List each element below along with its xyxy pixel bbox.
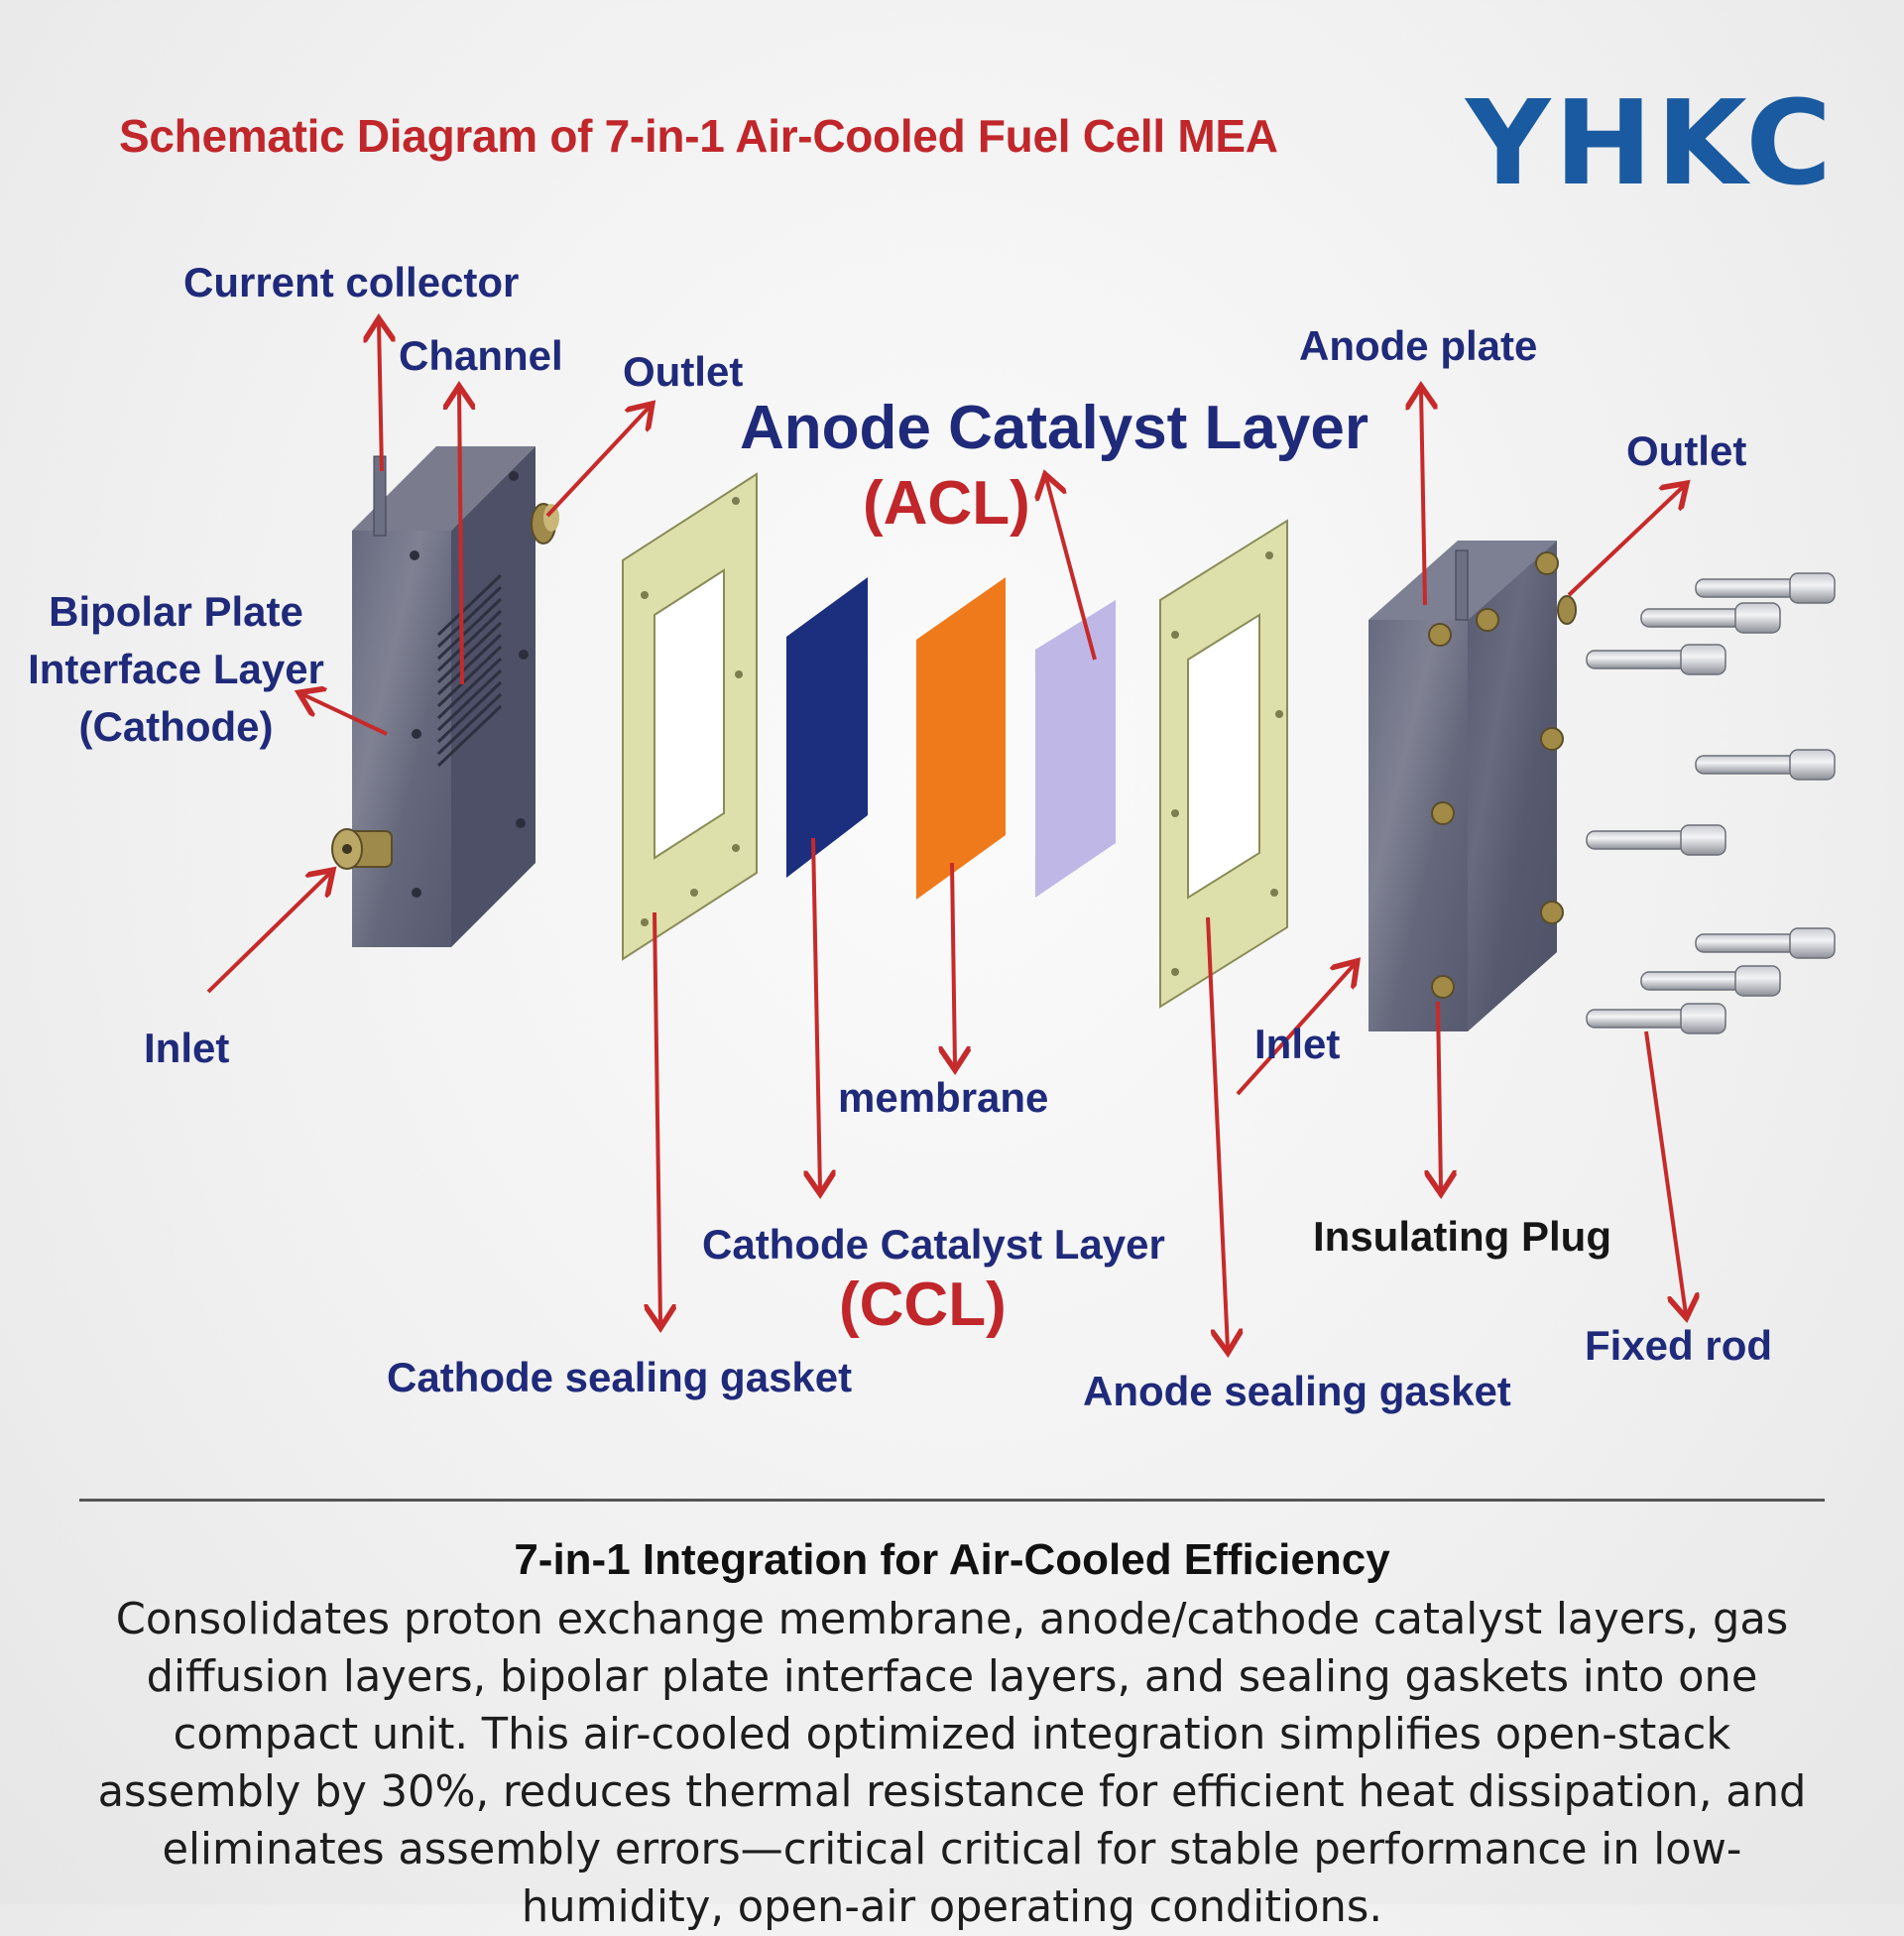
footer-body: Consolidates proton exchange membrane, a… bbox=[97, 1594, 1807, 1932]
footer-heading: 7-in-1 Integration for Air-Cooled Effici… bbox=[514, 1535, 1390, 1584]
label-anode-gasket: Anode sealing gasket bbox=[1083, 1368, 1511, 1414]
label-outlet-left: Outlet bbox=[623, 348, 744, 395]
exploded-diagram: Schematic Diagram of 7-in-1 Air-Cooled F… bbox=[28, 0, 1836, 1488]
anode-bipolar-plate bbox=[1368, 541, 1577, 1031]
label-bipolar-line3: (Cathode) bbox=[78, 703, 274, 750]
arrow-cathode-gasket bbox=[654, 911, 660, 1324]
callout-arrows bbox=[206, 322, 1686, 1349]
label-membrane: membrane bbox=[838, 1074, 1049, 1121]
inlet-fitting-left bbox=[331, 828, 393, 870]
anode-catalyst-layer bbox=[1035, 600, 1116, 898]
label-bipolar-line1: Bipolar Plate bbox=[49, 588, 303, 635]
fixed-rod bbox=[1695, 927, 1836, 959]
label-outlet-right: Outlet bbox=[1626, 427, 1747, 474]
fixed-rod bbox=[1640, 602, 1781, 634]
arrow-fixed-rod bbox=[1644, 1030, 1686, 1314]
label-ccl-name: Cathode Catalyst Layer bbox=[702, 1221, 1165, 1268]
arrow-outlet-left bbox=[545, 407, 650, 518]
label-inlet-right: Inlet bbox=[1254, 1021, 1341, 1067]
fixed-rod bbox=[1695, 572, 1836, 604]
label-inlet-left: Inlet bbox=[144, 1025, 230, 1071]
cathode-bipolar-plate bbox=[331, 446, 559, 947]
arrow-membrane bbox=[952, 862, 955, 1066]
fixed-rod bbox=[1586, 824, 1726, 856]
arrow-inlet-right bbox=[1236, 964, 1355, 1096]
arrow-acl bbox=[1046, 478, 1097, 661]
insulating-plugs bbox=[1428, 551, 1564, 999]
fixed-rod bbox=[1695, 749, 1836, 781]
label-acl-abbr: (ACL) bbox=[863, 469, 1030, 538]
arrow-insulating-plug bbox=[1438, 1001, 1441, 1190]
arrow-current-collector bbox=[379, 322, 382, 472]
diagram-artwork bbox=[206, 0, 1836, 1488]
anode-sealing-gasket bbox=[1159, 519, 1288, 1009]
arrow-bipolar bbox=[302, 694, 388, 736]
label-cathode-gasket: Cathode sealing gasket bbox=[387, 1354, 853, 1400]
membrane-layer bbox=[916, 577, 1006, 900]
label-acl-name: Anode Catalyst Layer bbox=[740, 394, 1368, 462]
label-bipolar-line2: Interface Layer bbox=[28, 646, 324, 692]
label-ccl-abbr: (CCL) bbox=[839, 1270, 1007, 1339]
channel-grooves bbox=[436, 573, 503, 768]
arrow-anode-gasket bbox=[1206, 916, 1228, 1349]
arrow-outlet-right bbox=[1567, 486, 1684, 597]
cathode-sealing-gasket bbox=[622, 472, 758, 961]
arrow-anode-plate bbox=[1421, 390, 1425, 606]
label-fixed-rod: Fixed rod bbox=[1585, 1322, 1773, 1369]
label-channel: Channel bbox=[399, 332, 563, 379]
section-divider bbox=[79, 1499, 1825, 1502]
fixed-rod bbox=[1586, 1003, 1726, 1034]
arrow-ccl bbox=[813, 837, 820, 1190]
arrow-channel bbox=[459, 390, 462, 685]
cathode-catalyst-layer bbox=[786, 577, 868, 878]
fixed-rod bbox=[1640, 965, 1781, 997]
diagram-title: Schematic Diagram of 7-in-1 Air-Cooled F… bbox=[119, 110, 1278, 162]
label-current-collector: Current collector bbox=[183, 259, 520, 305]
fixed-rods bbox=[1586, 572, 1836, 1034]
fixed-rod bbox=[1586, 644, 1726, 675]
label-anode-plate: Anode plate bbox=[1299, 322, 1538, 369]
brand-logo: YHKC bbox=[1466, 74, 1836, 211]
arrow-inlet-left bbox=[206, 873, 330, 994]
label-insulating-plug: Insulating Plug bbox=[1313, 1213, 1611, 1260]
